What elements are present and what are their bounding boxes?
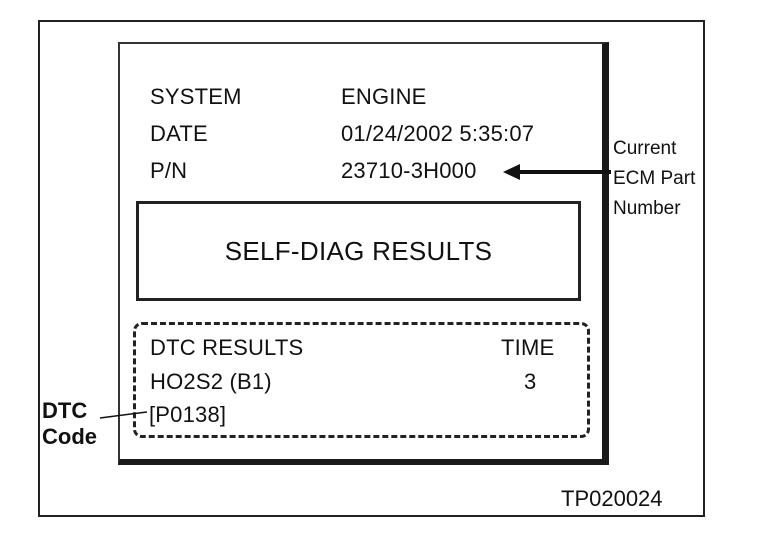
callout-dtc-line-1: DTC xyxy=(42,398,88,423)
system-label: SYSTEM xyxy=(150,84,242,109)
time-header: TIME xyxy=(501,335,555,360)
part-number-label: P/N xyxy=(150,158,188,183)
dtc-code-leader-line xyxy=(99,411,148,419)
system-value: ENGINE xyxy=(341,84,427,109)
callout-part-number-line-3: Number xyxy=(613,198,681,219)
consult-screen xyxy=(118,42,609,465)
date-label: DATE xyxy=(150,121,208,146)
callout-part-number-line-2: ECM Part xyxy=(613,168,696,189)
part-number-arrow-head xyxy=(503,164,520,180)
callout-dtc-line-2: Code xyxy=(42,424,97,449)
figure-frame xyxy=(38,20,705,517)
dtc-results-box xyxy=(133,322,590,438)
self-diag-results-banner: SELF-DIAG RESULTS xyxy=(136,201,581,301)
dtc-item-code: [P0138] xyxy=(149,402,227,427)
self-diag-results-title: SELF-DIAG RESULTS xyxy=(224,235,493,266)
callout-part-number-line-1: Current xyxy=(613,138,677,159)
figure-id: TP020024 xyxy=(561,486,663,511)
date-value: 01/24/2002 5:35:07 xyxy=(341,121,535,146)
dtc-item-name: HO2S2 (B1) xyxy=(150,369,272,394)
dtc-item-time: 3 xyxy=(524,369,537,394)
part-number-value: 23710-3H000 xyxy=(341,158,477,183)
dtc-results-header: DTC RESULTS xyxy=(150,335,304,360)
